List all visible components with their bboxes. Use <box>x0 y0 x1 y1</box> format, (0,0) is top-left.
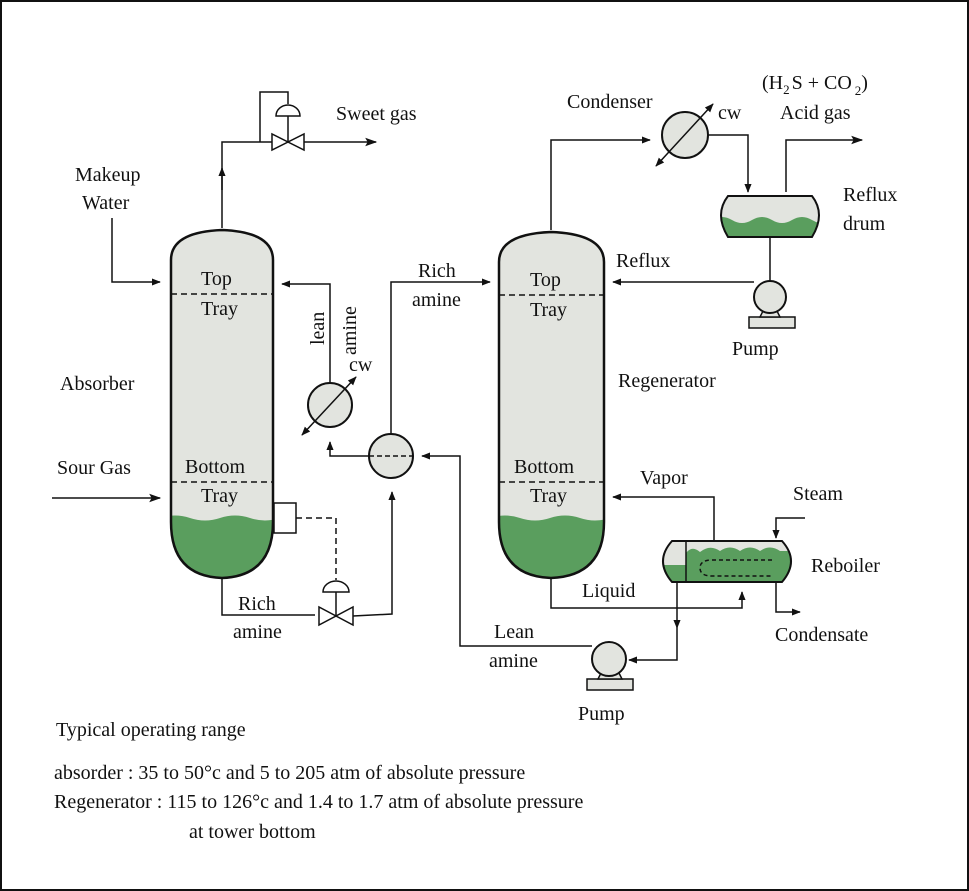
condensate-label: Condensate <box>775 624 868 646</box>
reflux-drum-label-1: Reflux <box>843 184 897 206</box>
steam-inlet <box>772 517 805 539</box>
vapor-label: Vapor <box>640 467 688 489</box>
absorber-bottom-label: Bottom <box>185 456 245 478</box>
notes-regenerator-line-2: at tower bottom <box>189 821 316 843</box>
pump-top-label: Pump <box>732 338 779 360</box>
absorber-column <box>169 228 297 580</box>
sweet-gas-label: Sweet gas <box>336 103 417 125</box>
notes-absorber-line: absorder : 35 to 50°c and 5 to 205 atm o… <box>54 762 525 784</box>
rich-amine-bottom-label-1: Rich <box>238 593 276 615</box>
reflux-drum-label-2: drum <box>843 213 886 235</box>
notes-regenerator-line: Regenerator : 115 to 126°c and 1.4 to 1.… <box>54 791 583 813</box>
regenerator-bottom-tray-label: Tray <box>530 485 567 507</box>
cw-right-label: cw <box>718 102 742 124</box>
condenser <box>655 103 714 167</box>
regenerator-top-tray-label: Tray <box>530 299 567 321</box>
makeup-water-label-2: Water <box>82 192 130 214</box>
lean-amine-return-line <box>421 452 592 647</box>
liquid-to-reboiler-inlet <box>654 591 746 609</box>
regenerator-label: Regenerator <box>618 370 716 392</box>
pump-bottom-label: Pump <box>578 703 625 725</box>
steam-label: Steam <box>793 483 843 505</box>
lean-amine-label-2: amine <box>339 306 361 355</box>
sour-gas-label: Sour Gas <box>57 457 131 479</box>
condensate-outlet <box>775 582 801 616</box>
regenerator-bottom-label: Bottom <box>514 456 574 478</box>
reboiler-label: Reboiler <box>811 555 880 577</box>
makeup-water-line <box>111 218 161 286</box>
lean-amine-cooler <box>301 376 357 436</box>
acid-gas-label: Acid gas <box>780 102 851 124</box>
regenerator-column <box>497 230 606 580</box>
absorber-top-tray-label: Tray <box>201 298 238 320</box>
absorber-liquid <box>171 515 273 578</box>
lean-amine-pump <box>586 641 634 691</box>
lean-rich-exchanger <box>368 433 414 479</box>
rich-amine-mid-label-1: Rich <box>418 260 456 282</box>
liquid-to-reboiler <box>550 578 654 609</box>
level-control-signal <box>296 517 337 580</box>
top-control-valve <box>259 91 305 152</box>
bottoms-to-pump <box>628 628 678 664</box>
rich-amine-to-regenerator <box>390 278 491 434</box>
reflux-pump <box>748 280 796 329</box>
reflux-label: Reflux <box>616 250 670 272</box>
sweet-gas-riser <box>221 141 272 228</box>
rich-amine-bottom-line <box>221 578 315 616</box>
overhead-vapor-line <box>550 136 651 230</box>
rich-amine-mid-label-2: amine <box>412 289 461 311</box>
reboiler <box>662 540 792 583</box>
liquid-label: Liquid <box>582 580 635 602</box>
acid-gas-outlet <box>785 135 864 192</box>
lean-amine-bottom-label-1: Lean <box>494 621 534 643</box>
lean-amine-label-1: lean <box>307 312 329 345</box>
cw-left-label: cw <box>349 354 373 376</box>
condenser-label: Condenser <box>567 91 653 113</box>
lean-amine-to-cooler <box>326 441 369 457</box>
reflux-drum <box>720 195 820 238</box>
absorber-top-label: Top <box>201 268 232 290</box>
lean-amine-bottom-label-2: amine <box>489 650 538 672</box>
regenerator-liquid <box>499 515 604 578</box>
notes-heading: Typical operating range <box>56 719 246 741</box>
bottom-control-valve <box>318 580 354 627</box>
regenerator-top-label: Top <box>530 269 561 291</box>
vapor-return-line <box>612 493 715 541</box>
makeup-water-label-1: Makeup <box>75 164 141 186</box>
rich-amine-to-exchanger <box>352 491 396 617</box>
absorber-bottom-tray-label: Tray <box>201 485 238 507</box>
condenser-to-drum <box>708 134 752 193</box>
absorber-label: Absorber <box>60 373 135 395</box>
lean-amine-feed-line <box>281 280 331 384</box>
level-controller <box>273 502 297 534</box>
rich-amine-bottom-label-2: amine <box>233 621 282 643</box>
